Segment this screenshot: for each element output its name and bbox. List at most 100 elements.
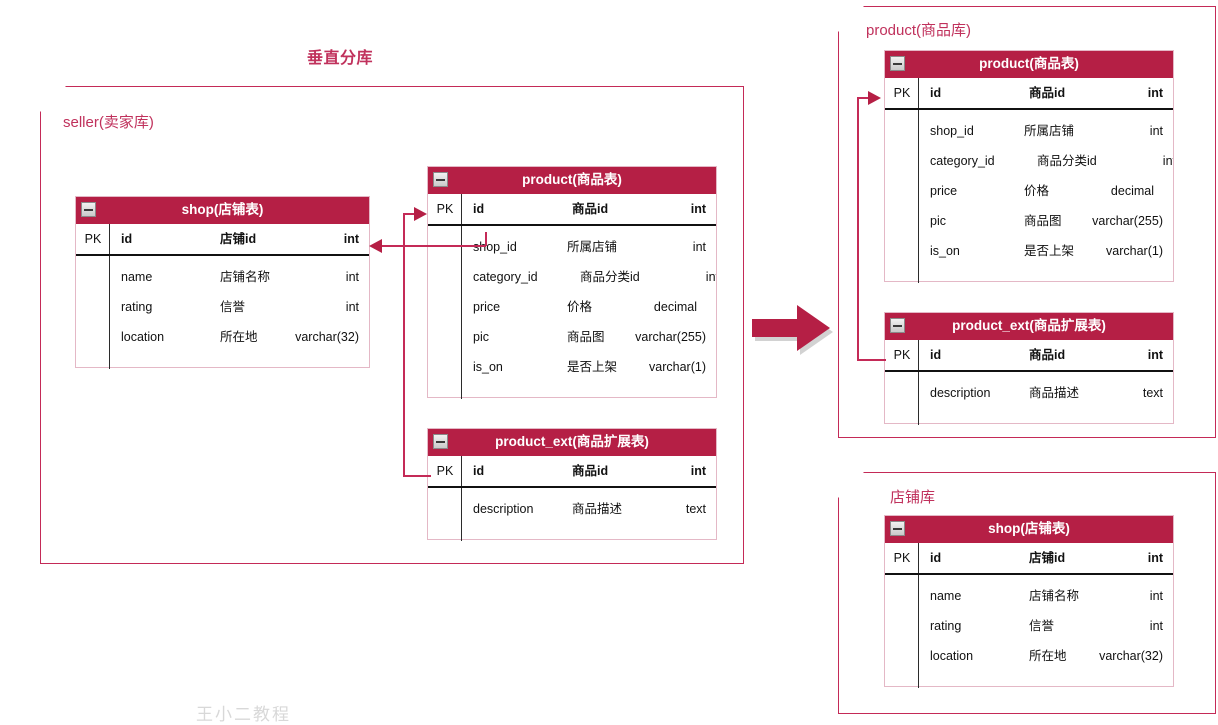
pk-badge: PK <box>893 86 911 100</box>
column-comment: 信誉 <box>220 300 246 314</box>
table-row: price 价格 decimal <box>919 176 1173 206</box>
column-comment: 商品id <box>1029 86 1066 100</box>
column-name: id <box>930 348 942 362</box>
column-comment: 所属店铺 <box>567 240 618 254</box>
table-row: location 所在地 varchar(32) <box>110 322 369 352</box>
collapse-icon[interactable] <box>890 56 905 71</box>
table-product-ext-right: product_ext(商品扩展表) PK id 商品id int descri… <box>884 312 1174 425</box>
collapse-icon[interactable] <box>890 318 905 333</box>
table-title: product(商品表) <box>979 56 1079 71</box>
arrow-body <box>752 305 830 351</box>
column-type: decimal <box>653 300 697 314</box>
column-name: shop_id <box>473 240 517 254</box>
column-type: varchar(32) <box>295 330 359 344</box>
column-comment: 商品分类id <box>580 270 640 284</box>
connector-right-vertical <box>857 97 859 361</box>
column-comment: 信誉 <box>1029 619 1055 633</box>
column-type: int <box>1147 86 1163 100</box>
collapse-icon[interactable] <box>433 434 448 449</box>
watermark-text: 王小二教程 <box>196 705 291 724</box>
column-name: location <box>930 649 974 663</box>
column-name: id <box>473 202 485 216</box>
collapse-icon[interactable] <box>81 202 96 217</box>
pk-badge: PK <box>893 348 911 362</box>
table-title: product_ext(商品扩展表) <box>952 318 1106 333</box>
arrow-head-right <box>868 91 881 105</box>
table-body: PK id 店铺id int name 店铺名称 int rating 信誉 i… <box>76 224 369 369</box>
table-body: PK id 店铺id int name 店铺名称 int rating 信誉 i… <box>885 543 1173 688</box>
table-row-pk: id 商品id int <box>919 340 1173 370</box>
column-type: int <box>692 240 706 254</box>
column-type: int <box>1149 124 1163 138</box>
column-name: price <box>473 300 501 314</box>
table-header-product-right: product(商品表) <box>885 51 1173 78</box>
column-name: name <box>930 589 962 603</box>
column-name: description <box>930 386 991 400</box>
column-comment: 所在地 <box>220 330 258 344</box>
table-title: shop(店铺表) <box>988 521 1070 536</box>
column-type: varchar(255) <box>1092 214 1163 228</box>
column-name: id <box>930 551 942 565</box>
table-body: PK id 商品id int description 商品描述 text <box>428 456 716 541</box>
column-comment: 商品分类id <box>1037 154 1097 168</box>
pk-column <box>428 456 462 541</box>
column-type: text <box>685 502 706 516</box>
database-label-product: product(商品库) <box>866 22 972 39</box>
column-type: varchar(32) <box>1099 649 1163 663</box>
column-comment: 商品图 <box>1024 214 1062 228</box>
table-row: pic 商品图 varchar(255) <box>919 206 1173 236</box>
column-type: int <box>1147 551 1163 565</box>
column-name: is_on <box>473 360 503 374</box>
column-type: int <box>690 464 706 478</box>
column-name: id <box>121 232 133 246</box>
column-name: rating <box>121 300 153 314</box>
column-name: pic <box>930 214 946 228</box>
column-type: decimal <box>1110 184 1154 198</box>
table-title: product(商品表) <box>522 172 622 187</box>
connector-ext-vertical <box>403 213 405 477</box>
table-row-pk: id 商品id int <box>919 78 1173 108</box>
collapse-icon[interactable] <box>433 172 448 187</box>
column-name: pic <box>473 330 489 344</box>
row-divider <box>428 224 716 226</box>
connector-product-body-vertical <box>485 232 487 246</box>
table-row-pk: id 店铺id int <box>919 543 1173 573</box>
database-label-seller: seller(卖家库) <box>63 114 154 131</box>
column-type: int <box>345 270 359 284</box>
column-name: category_id <box>473 270 538 284</box>
table-row: is_on 是否上架 varchar(1) <box>462 352 716 382</box>
collapse-icon[interactable] <box>890 521 905 536</box>
page-title: 垂直分库 <box>307 50 374 67</box>
table-row: is_on 是否上架 varchar(1) <box>919 236 1173 266</box>
table-row: rating 信誉 int <box>110 292 369 322</box>
table-body: PK id 商品id int shop_id 所属店铺 int category… <box>428 194 716 399</box>
table-header-product-left: product(商品表) <box>428 167 716 194</box>
table-title: shop(店铺表) <box>181 202 264 217</box>
column-comment: 商品描述 <box>1029 386 1080 400</box>
table-title: product_ext(商品扩展表) <box>495 434 649 449</box>
column-name: location <box>121 330 165 344</box>
column-type: varchar(1) <box>649 360 706 374</box>
table-row: rating 信誉 int <box>919 611 1173 641</box>
column-type: int <box>1162 154 1173 168</box>
table-row: shop_id 所属店铺 int <box>919 116 1173 146</box>
column-name: id <box>473 464 485 478</box>
column-type: int <box>345 300 359 314</box>
column-comment: 店铺名称 <box>1029 589 1080 603</box>
table-product-left: product(商品表) PK id 商品id int shop_id 所属店铺… <box>427 166 717 399</box>
table-row-pk: id 店铺id int <box>110 224 369 254</box>
table-product-ext-left: product_ext(商品扩展表) PK id 商品id int descri… <box>427 428 717 541</box>
table-row: name 店铺名称 int <box>919 581 1173 611</box>
row-divider <box>885 573 1173 575</box>
row-divider <box>885 108 1173 110</box>
table-row: description 商品描述 text <box>919 378 1173 408</box>
column-name: rating <box>930 619 962 633</box>
table-header-product-ext-left: product_ext(商品扩展表) <box>428 429 716 456</box>
column-comment: 店铺id <box>1029 551 1066 565</box>
column-type: varchar(1) <box>1106 244 1163 258</box>
table-header-shop-right: shop(店铺表) <box>885 516 1173 543</box>
row-divider <box>885 370 1173 372</box>
table-product-right: product(商品表) PK id 商品id int shop_id 所属店铺… <box>884 50 1174 283</box>
column-comment: 商品描述 <box>572 502 623 516</box>
